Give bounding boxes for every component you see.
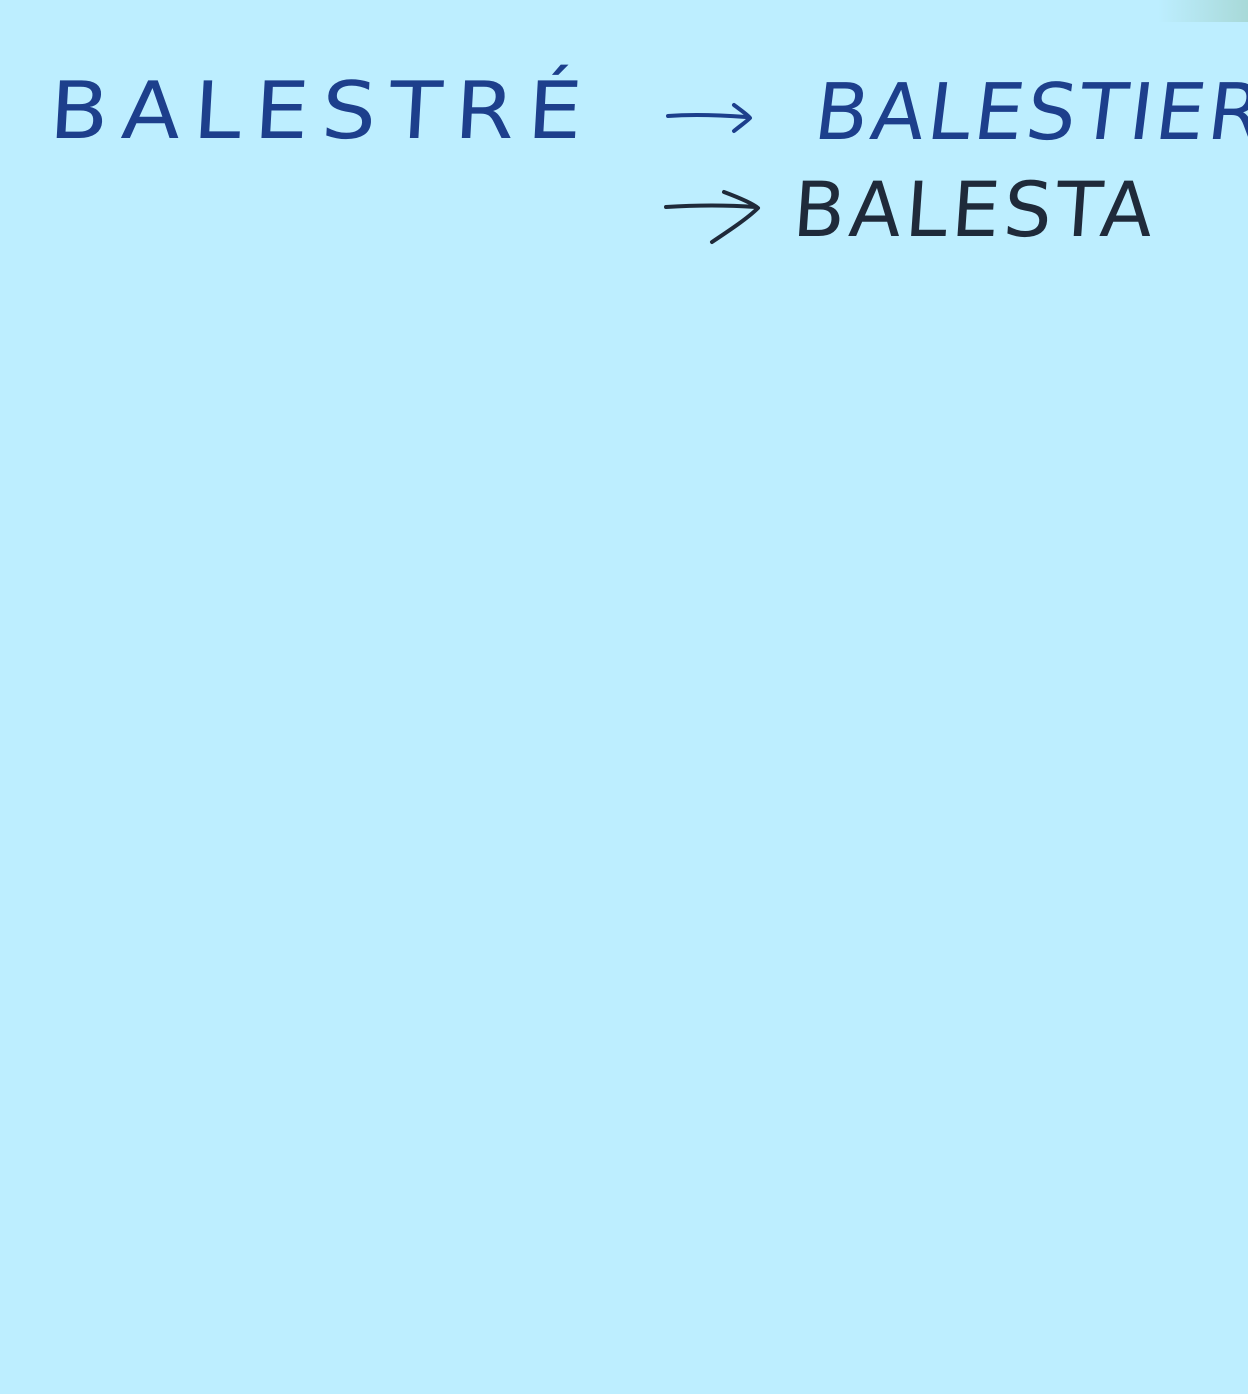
- arrow-right-icon: [664, 190, 760, 244]
- target-word-2: BALESTA: [790, 165, 1160, 254]
- corner-shadow: [1158, 0, 1248, 22]
- source-word: BALESTRÉ: [47, 65, 598, 158]
- arrow-right-icon: [666, 103, 752, 133]
- target-word-1: BALESTIER: [809, 68, 1248, 158]
